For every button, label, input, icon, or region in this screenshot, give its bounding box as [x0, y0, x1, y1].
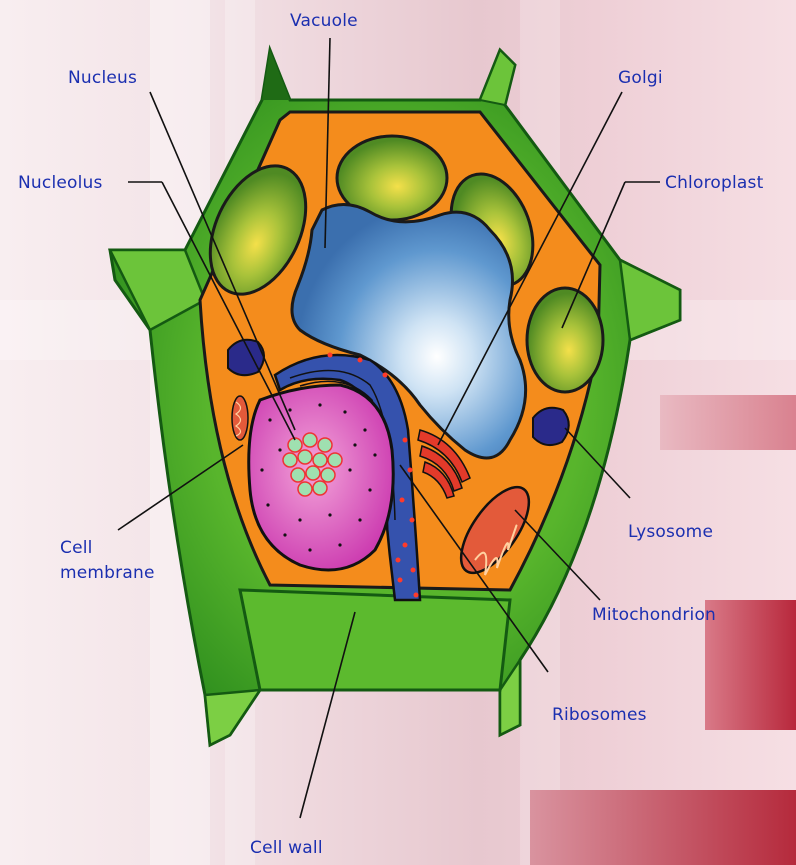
label-cell-membrane-line1: Cell: [60, 538, 93, 558]
label-mitochondrion: Mitochondrion: [592, 605, 716, 625]
label-nucleus: Nucleus: [68, 68, 137, 88]
label-lysosome: Lysosome: [628, 522, 713, 542]
label-nucleolus: Nucleolus: [18, 173, 103, 193]
nucleus: [249, 385, 393, 570]
chloroplast: [527, 288, 603, 392]
label-cell-membrane-line2: membrane: [60, 563, 155, 583]
label-vacuole: Vacuole: [290, 11, 358, 31]
label-cell-wall: Cell wall: [250, 838, 323, 858]
label-golgi: Golgi: [618, 68, 663, 88]
label-chloroplast: Chloroplast: [665, 173, 764, 193]
label-ribosomes: Ribosomes: [552, 705, 647, 725]
small-mitochondrion: [232, 396, 248, 440]
lysosome: [533, 408, 569, 445]
